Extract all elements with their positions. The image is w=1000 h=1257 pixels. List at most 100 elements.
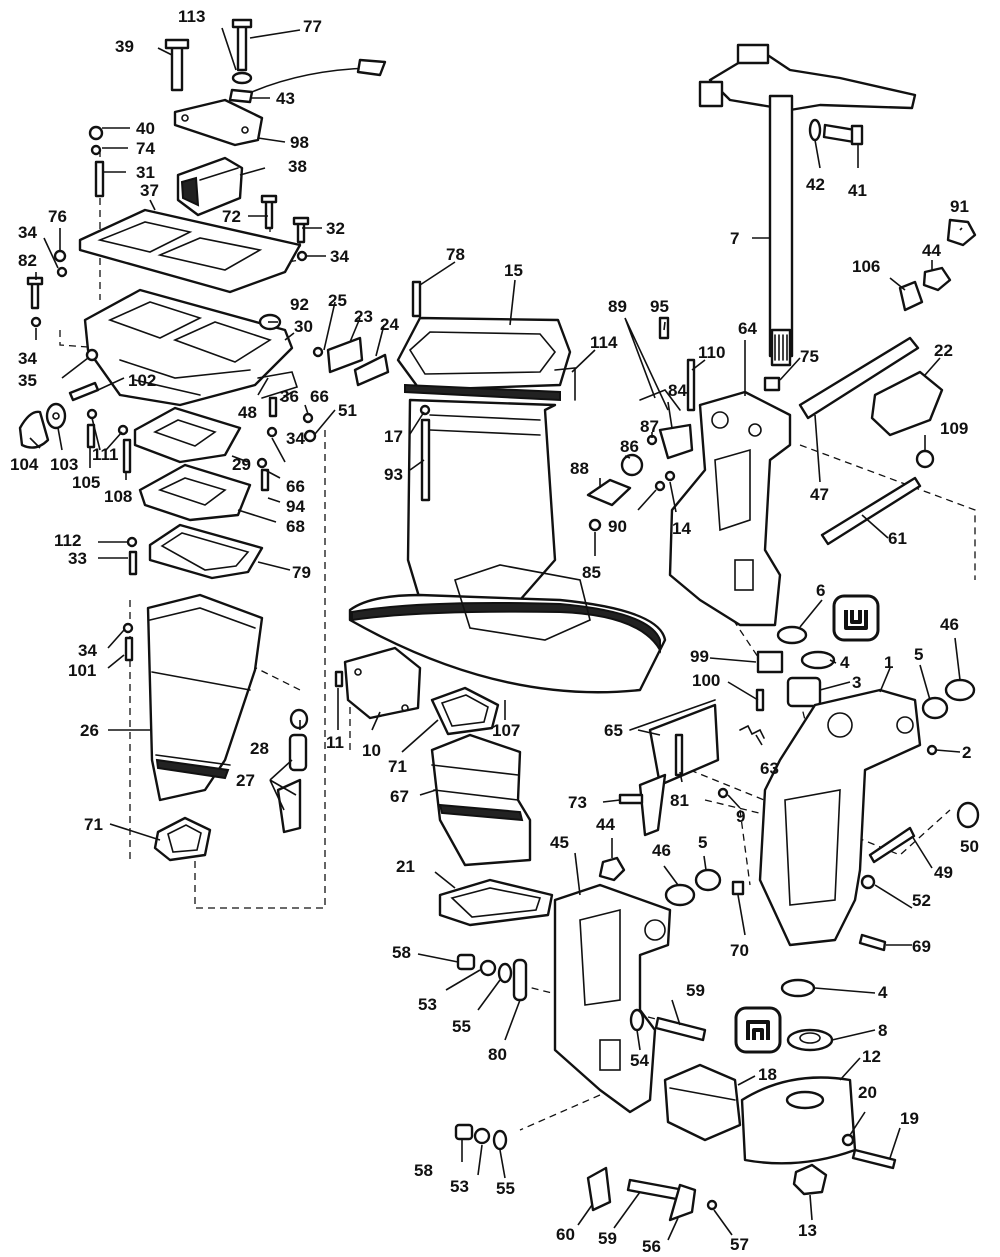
part-44-nut	[922, 266, 952, 292]
part-20-washer	[841, 1133, 855, 1147]
callout-103: 103	[50, 455, 78, 474]
callout-66: 66	[286, 477, 305, 496]
part-113-washer	[231, 71, 253, 85]
callout-22: 22	[934, 341, 953, 360]
part-91-nut	[946, 218, 977, 247]
part-75-bushing	[763, 376, 781, 392]
part-47-tube	[798, 336, 920, 420]
callout-99: 99	[690, 647, 709, 666]
callout-51: 51	[338, 401, 357, 420]
callout-24: 24	[380, 315, 399, 334]
part-61-rod	[820, 476, 922, 546]
part-86-clamp	[620, 453, 644, 477]
callout-52: 52	[912, 891, 931, 910]
part-78-stud	[411, 280, 422, 318]
part-60-plate	[586, 1166, 612, 1212]
callout-29: 29	[232, 455, 251, 474]
callout-73: 73	[568, 793, 587, 812]
part-46-washer	[664, 883, 696, 907]
callout-85: 85	[582, 563, 601, 582]
callout-93: 93	[384, 465, 403, 484]
callout-66: 66	[310, 387, 329, 406]
part-54-washer	[629, 1008, 645, 1032]
part-25-screw	[312, 346, 324, 358]
callout-50: 50	[960, 837, 979, 856]
part-43-ground-strap	[228, 58, 387, 104]
callout-88: 88	[570, 459, 589, 478]
callout-98: 98	[290, 133, 309, 152]
callout-32: 32	[326, 219, 345, 238]
part-10-cover	[343, 646, 422, 720]
callout-58: 58	[414, 1161, 433, 1180]
callout-34: 34	[286, 429, 305, 448]
callout-30: 30	[294, 317, 313, 336]
part-53-nut	[479, 959, 497, 977]
part-49-pin	[868, 826, 916, 864]
part-26-exhaust-housing	[146, 593, 264, 802]
callout-86: 86	[620, 437, 639, 456]
callout-34: 34	[330, 247, 349, 266]
callout-36: 36	[280, 387, 299, 406]
callout-74: 74	[136, 139, 155, 158]
part-84-switch	[658, 423, 694, 460]
callout-4: 4	[878, 983, 888, 1002]
callout-26: 26	[80, 721, 99, 740]
callout-6: 6	[816, 581, 825, 600]
part-42-washer	[808, 118, 822, 142]
callout-100: 100	[692, 671, 720, 690]
part-88-bracket	[586, 478, 632, 507]
part-80-link	[512, 958, 528, 1002]
part-59-bolt	[654, 1016, 707, 1042]
callout-106: 106	[852, 257, 880, 276]
part-106-bracket	[898, 280, 924, 312]
part-14-washer	[664, 470, 676, 482]
part-89-wire	[639, 389, 681, 411]
callout-25: 25	[328, 291, 347, 310]
callout-72: 72	[222, 207, 241, 226]
callout-3: 3	[852, 673, 861, 692]
part-39-bolt	[164, 38, 190, 92]
part-57-screw	[706, 1199, 718, 1211]
part-101-screw	[124, 636, 134, 662]
part-40-nut	[88, 125, 104, 141]
callout-108: 108	[104, 487, 132, 506]
callout-23: 23	[354, 307, 373, 326]
part-6-washer	[776, 625, 808, 645]
part-27-tubes	[276, 733, 308, 834]
part-63-spring	[739, 724, 765, 739]
part-82-screw	[26, 276, 44, 310]
callout-95: 95	[650, 297, 669, 316]
callout-41: 41	[848, 181, 867, 200]
callout-38: 38	[288, 157, 307, 176]
callout-37: 37	[140, 181, 159, 200]
part-99-block	[756, 650, 784, 674]
callout-63: 63	[760, 759, 779, 778]
part-41-bolt	[822, 123, 864, 146]
part-30-adapter-housing	[83, 288, 294, 407]
part-65-bracket	[629, 699, 720, 837]
part-37-cover-gasket	[78, 208, 302, 294]
callout-2: 2	[962, 743, 971, 762]
part-79-gasket	[148, 523, 264, 580]
callout-56: 56	[642, 1237, 661, 1256]
callout-20: 20	[858, 1083, 877, 1102]
part-1-stern-bracket	[758, 688, 922, 947]
part-34-washer	[266, 426, 278, 438]
callout-13: 13	[798, 1221, 817, 1240]
part-34-washer	[296, 250, 308, 262]
callout-53: 53	[418, 995, 437, 1014]
part-110-pin	[686, 358, 696, 412]
part-50-bushing	[956, 801, 980, 829]
callout-81: 81	[670, 791, 689, 810]
part-48-hose	[257, 371, 299, 399]
part-64-swivel-bracket	[668, 390, 792, 627]
callout-79: 79	[292, 563, 311, 582]
callout-42: 42	[806, 175, 825, 194]
part-34-washer	[56, 266, 68, 278]
part-19-bolt	[851, 1148, 897, 1170]
callout-19: 19	[900, 1109, 919, 1128]
callout-33: 33	[68, 549, 87, 568]
callout-21: 21	[396, 857, 415, 876]
part-21-gasket	[438, 878, 554, 927]
